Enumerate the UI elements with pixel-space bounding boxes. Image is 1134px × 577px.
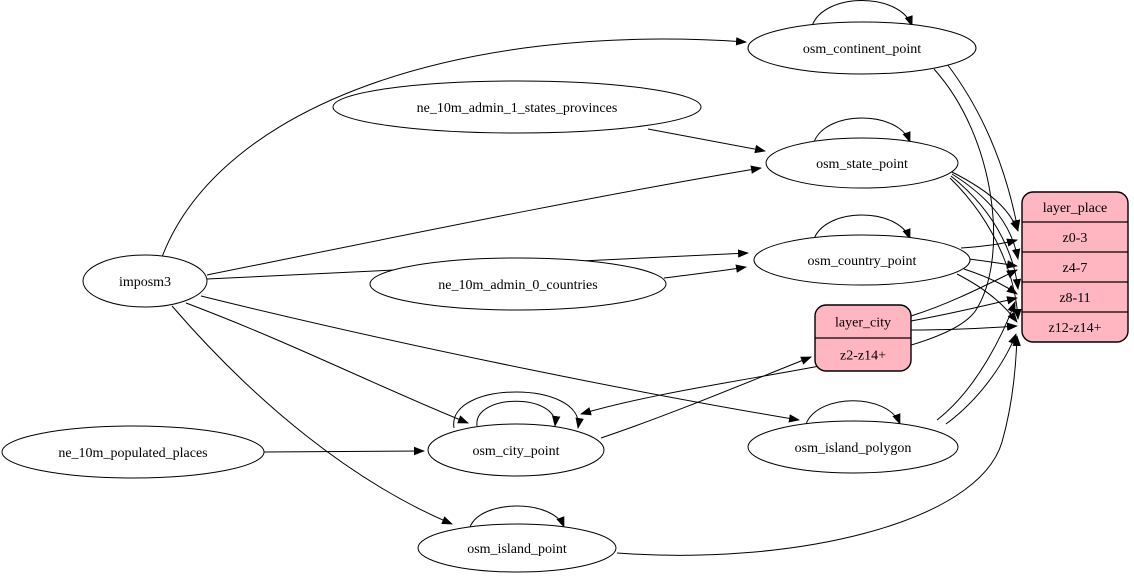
- node-label-osm_island_point: osm_island_point: [467, 542, 567, 557]
- edge-osm_island_polygon-to-osm_island_polygon-self-loop: [805, 400, 901, 425]
- record-row-layer_place-z0-3: z0-3: [1063, 231, 1088, 246]
- edge-ne_10m_admin_1_states_provinces-to-osm_state_point: [647, 128, 766, 154]
- node-label-imposm3: imposm3: [119, 275, 171, 290]
- edge-osm_continent_point-to-osm_continent_point-self-loop: [811, 0, 913, 27]
- record-row-layer_place-z4-7: z4-7: [1063, 261, 1088, 276]
- node-ne_10m_admin_1_states_provinces: [332, 80, 702, 134]
- edge-osm_state_point-to-layer_place-z12-z14+: [949, 177, 1022, 320]
- edge-ne_10m_populated_places-to-osm_city_point: [263, 446, 425, 456]
- node-osm_island_point: [417, 523, 617, 573]
- edge-osm_island_point-to-layer_place-z12-z14+: [616, 335, 1021, 556]
- edge-osm_state_point-to-layer_place-z4-7: [951, 173, 1021, 260]
- edge-osm_city_point-to-osm_city_point-self-loop: [453, 391, 584, 429]
- edge-osm_country_point-to-osm_country_point-self-loop: [813, 214, 911, 240]
- record-row-layer_city-z2-z14+: z2-z14+: [840, 349, 886, 364]
- edge-osm_state_point-to-layer_place-z0-3: [949, 170, 1019, 232]
- edge-ne_10m_admin_0_countries-to-osm_country_point: [663, 264, 747, 279]
- record-row-layer_place-z12-z14+: z12-z14+: [1049, 321, 1102, 336]
- edge-osm_country_point-to-layer_place-z12-z14+: [956, 273, 1018, 323]
- edge-layer_city-to-layer_place-z12-z14+: [910, 322, 1018, 331]
- record-layer_place: [1021, 191, 1129, 343]
- node-ne_10m_admin_0_countries: [369, 257, 667, 311]
- edge-osm_city_point-to-osm_city_point-self-loop-2: [476, 400, 561, 427]
- edge-layer: [161, 0, 1022, 556]
- edge-osm_country_point-to-layer_place-z4-7: [968, 258, 1018, 269]
- node-osm_island_polygon: [747, 420, 959, 474]
- node-layer: imposm3 ne_10m_admin_1_states_provincesne…: [1, 21, 1129, 573]
- edge-layer_city-to-layer_place-z8-11: [910, 296, 1018, 322]
- edge-osm_continent_point-to-osm_city_point: [580, 68, 995, 416]
- node-label-osm_continent_point: osm_continent_point: [803, 42, 921, 57]
- edge-osm_island_point-to-osm_island_point-self-loop: [469, 505, 565, 528]
- edge-imposm3-to-osm_continent_point: [161, 37, 747, 258]
- edge-imposm3-to-osm_island_point: [171, 305, 453, 525]
- node-osm_country_point: [753, 234, 971, 286]
- node-osm_city_point: [427, 423, 605, 477]
- node-label-osm_city_point: osm_city_point: [472, 444, 559, 459]
- node-label-ne_10m_admin_1_states_provinces: ne_10m_admin_1_states_provinces: [417, 101, 618, 116]
- record-title-layer_city: layer_city: [835, 316, 891, 331]
- node-osm_continent_point: [747, 21, 977, 75]
- edge-osm_state_point-to-layer_place-z8-11: [950, 175, 1022, 290]
- record-title-layer_place: layer_place: [1043, 201, 1108, 216]
- edge-osm_country_point-to-layer_place-z0-3: [960, 238, 1018, 249]
- node-imposm3: [82, 254, 208, 308]
- node-label-osm_country_point: osm_country_point: [808, 254, 917, 269]
- record-row-layer_place-z8-11: z8-11: [1059, 291, 1090, 306]
- edge-osm_island_polygon-to-layer_place-z8-11: [936, 301, 1016, 421]
- edge-osm_city_point-to-layer_city-z2-z14+: [600, 356, 812, 439]
- edge-osm_island_polygon-to-layer_place-z12-z14+: [945, 333, 1017, 425]
- edge-osm_continent_point-to-layer_place-z0-3: [946, 63, 1021, 231]
- edge-osm_country_point-to-layer_place-z8-11: [963, 268, 1018, 295]
- edge-imposm3-to-osm_city_point: [185, 302, 469, 424]
- node-osm_state_point: [765, 137, 959, 189]
- node-ne_10m_populated_places: [1, 425, 265, 479]
- edge-layer_city-to-layer_place-z4-7: [910, 269, 1018, 317]
- edge-osm_state_point-to-osm_state_point-self-loop: [813, 117, 911, 143]
- node-label-osm_island_polygon: osm_island_polygon: [795, 441, 912, 456]
- node-label-ne_10m_admin_0_countries: ne_10m_admin_0_countries: [438, 278, 597, 293]
- node-label-ne_10m_populated_places: ne_10m_populated_places: [58, 446, 207, 461]
- node-label-osm_state_point: osm_state_point: [816, 157, 908, 172]
- edge-imposm3-to-osm_island_polygon: [200, 295, 800, 423]
- edge-imposm3-to-osm_state_point: [206, 165, 762, 276]
